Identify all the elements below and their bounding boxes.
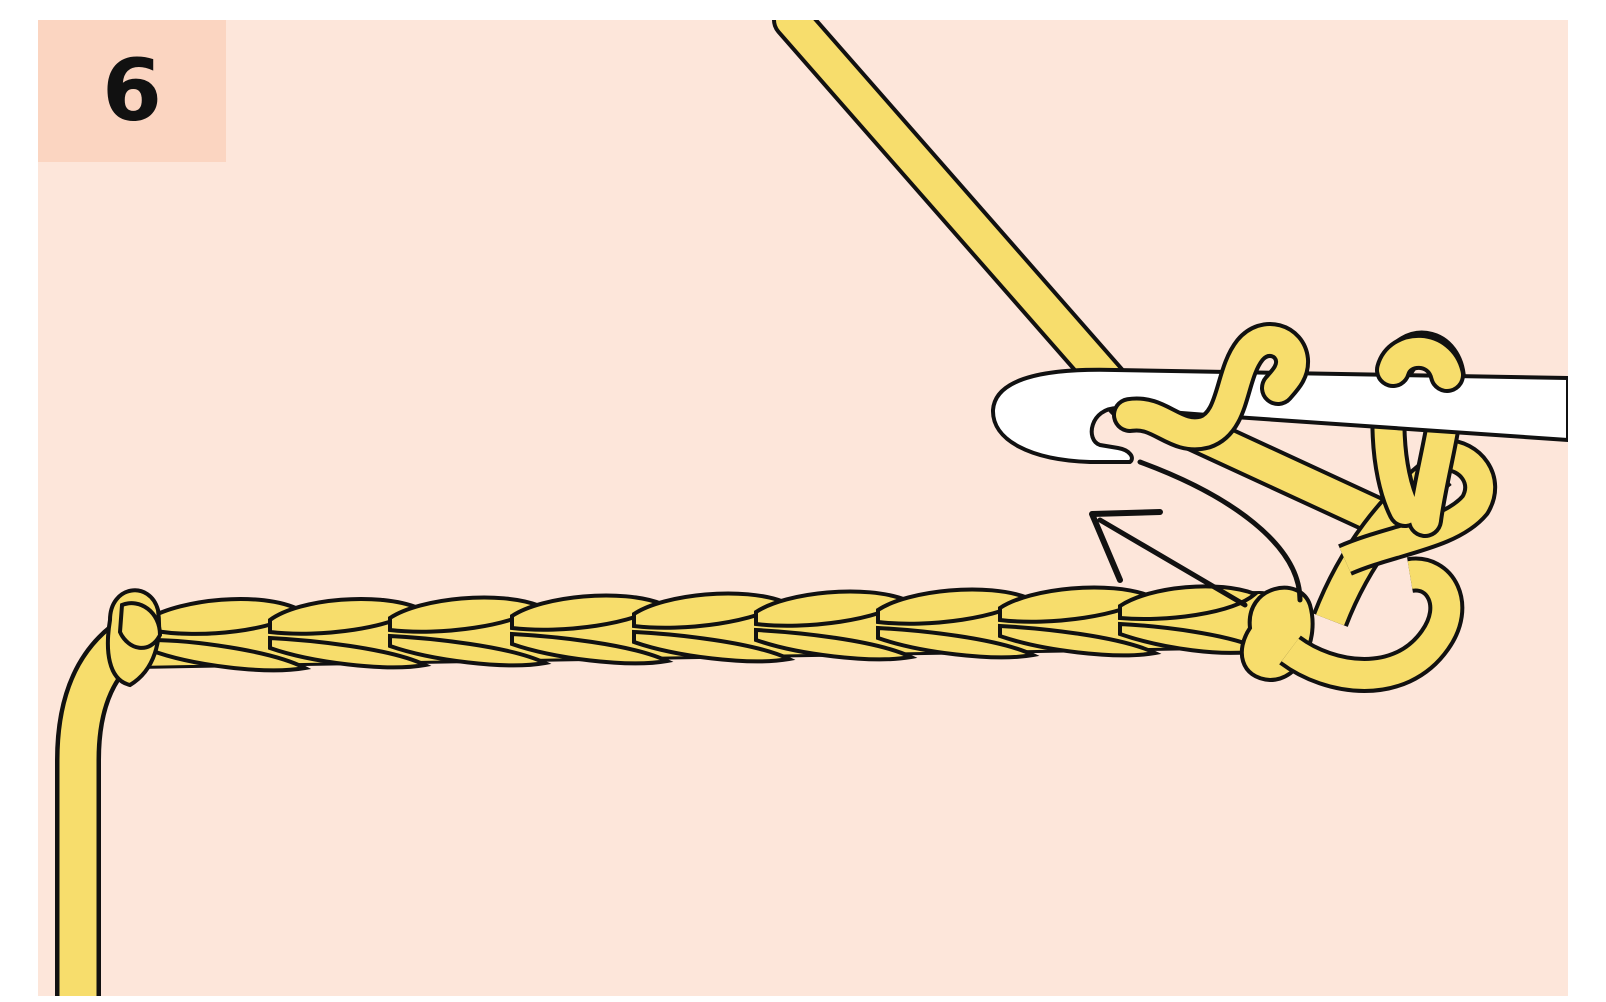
step-number: 6 xyxy=(38,20,226,162)
illustration-panel xyxy=(38,20,1568,996)
crochet-illustration xyxy=(38,20,1568,996)
